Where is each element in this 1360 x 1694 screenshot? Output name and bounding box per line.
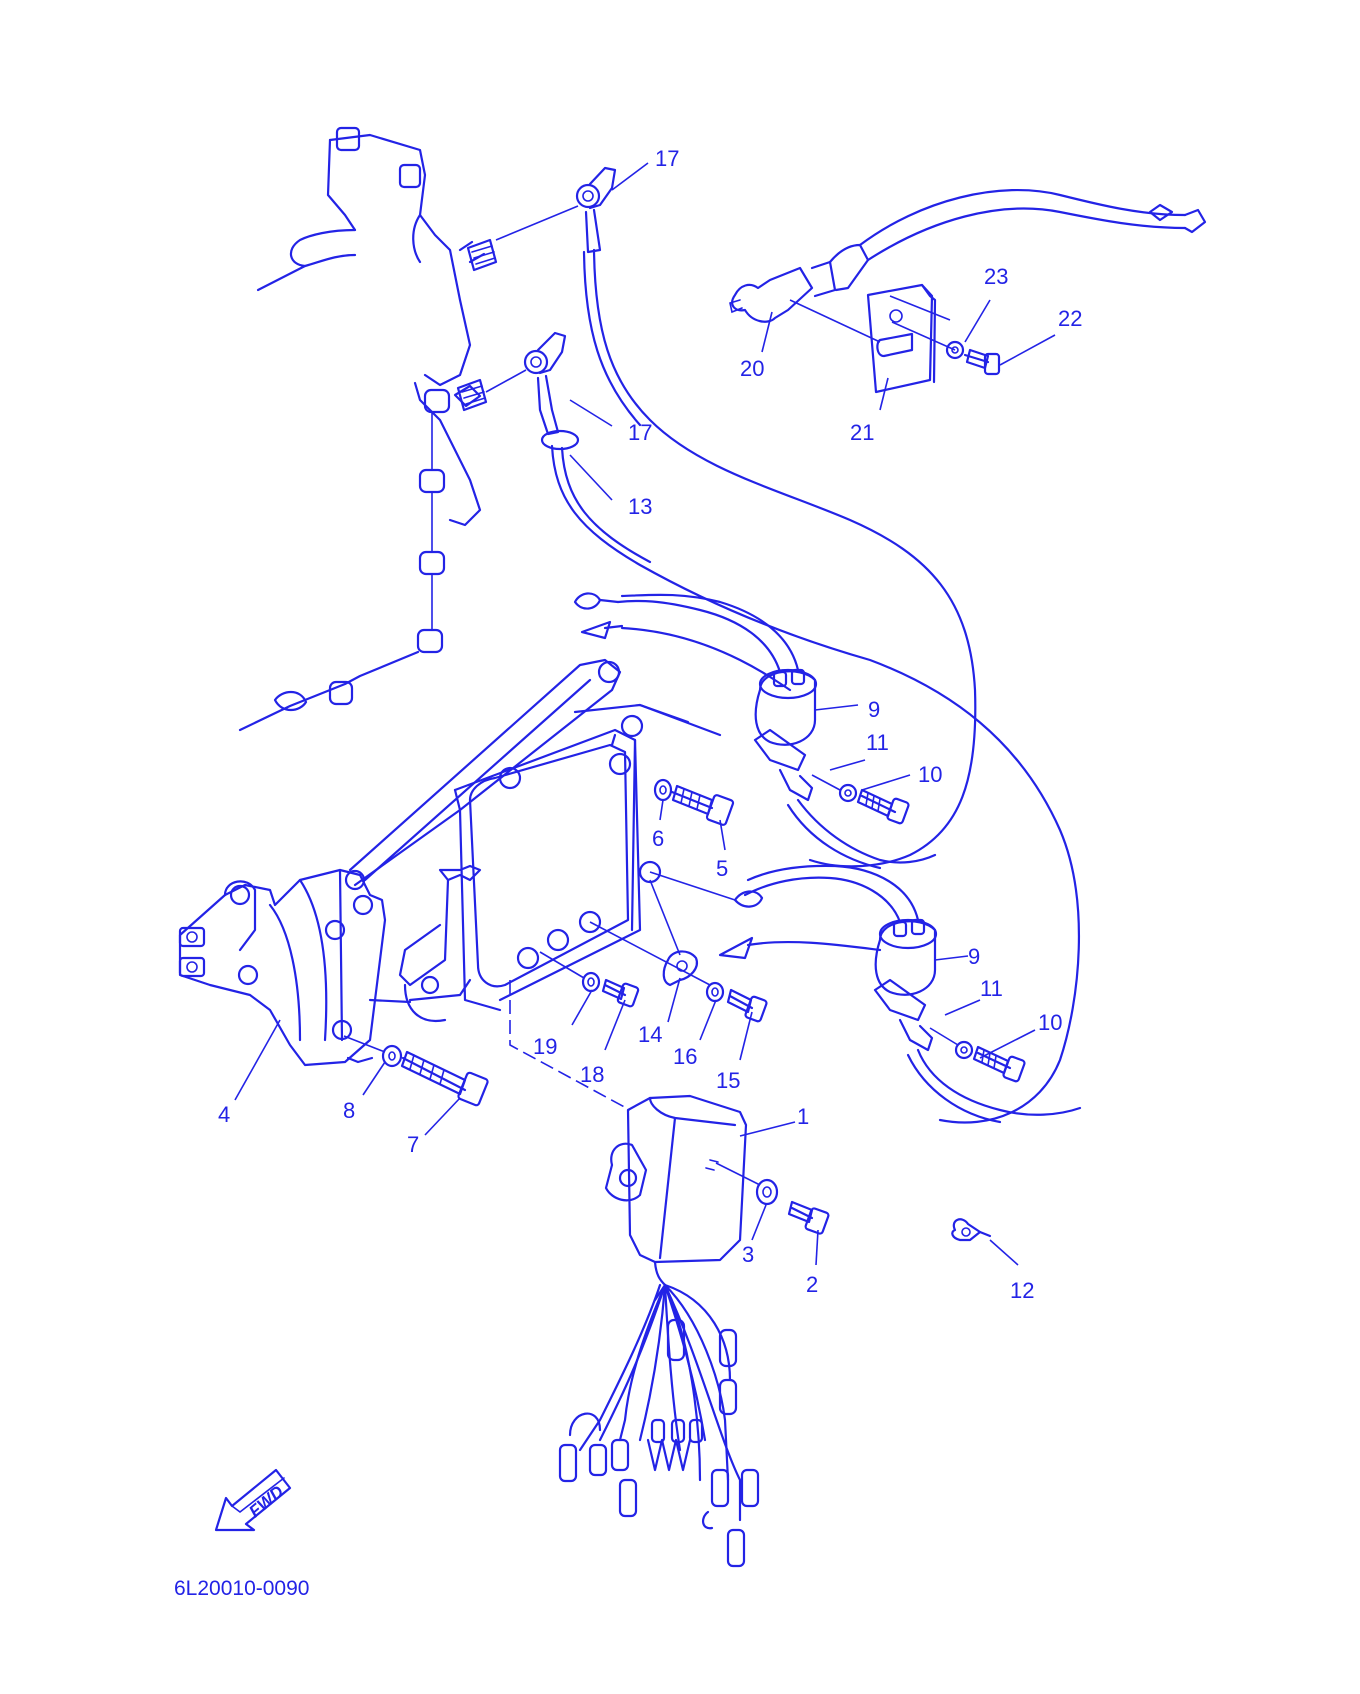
callout-1: 1 bbox=[797, 1104, 809, 1129]
spark-plug-upper bbox=[466, 238, 498, 272]
bolt-10-lower bbox=[929, 1027, 1026, 1083]
washer-16 bbox=[705, 981, 725, 1003]
callout-9-lower: 9 bbox=[968, 944, 980, 969]
callout-2: 2 bbox=[806, 1272, 818, 1297]
washer-8 bbox=[381, 1044, 403, 1068]
ignition-coil-upper bbox=[573, 592, 937, 870]
engine-mount-bracket bbox=[178, 868, 412, 1067]
mounting-plate bbox=[348, 658, 722, 1023]
callout-11-lower: 11 bbox=[980, 976, 1003, 1001]
washer-11-upper bbox=[838, 783, 858, 803]
callout-22: 22 bbox=[1058, 306, 1082, 331]
washer-3 bbox=[715, 1162, 779, 1206]
callout-17-upper: 17 bbox=[655, 146, 679, 171]
plug-cap-lower bbox=[485, 331, 1081, 1124]
bolt-7 bbox=[343, 1035, 489, 1107]
callout-3: 3 bbox=[742, 1242, 754, 1267]
callout-15: 15 bbox=[716, 1068, 740, 1093]
callout-7: 7 bbox=[407, 1132, 419, 1157]
fwd-label: FWD bbox=[245, 1482, 287, 1521]
washer-6 bbox=[653, 778, 673, 802]
bolt-10-upper bbox=[811, 774, 910, 825]
callout-18: 18 bbox=[580, 1062, 604, 1087]
callout-10-lower: 10 bbox=[1038, 1010, 1062, 1035]
bolt-2 bbox=[787, 1200, 830, 1235]
callout-6: 6 bbox=[652, 826, 664, 851]
fwd-arrow-icon: FWD bbox=[214, 1468, 292, 1532]
drawing-code: 6L20010-0090 bbox=[174, 1577, 309, 1600]
bolt-18 bbox=[601, 978, 640, 1008]
bolt-15 bbox=[726, 988, 768, 1023]
callout-5: 5 bbox=[716, 856, 728, 881]
callout-23: 23 bbox=[984, 264, 1008, 289]
callout-10-upper: 10 bbox=[918, 762, 942, 787]
ignition-coil-lower bbox=[718, 864, 1082, 1124]
callout-12: 12 bbox=[1010, 1278, 1034, 1303]
washer-19 bbox=[539, 951, 601, 993]
callout-labels: 1 2 3 4 5 6 7 8 9 9 10 10 11 11 12 13 14… bbox=[218, 146, 1082, 1303]
washer-11-lower bbox=[954, 1040, 974, 1060]
callout-11-upper: 11 bbox=[866, 730, 889, 755]
callout-14: 14 bbox=[638, 1022, 662, 1047]
engine-head-outline bbox=[238, 126, 486, 732]
cdi-unit bbox=[509, 980, 796, 1568]
callout-16: 16 bbox=[673, 1044, 697, 1069]
neutral-switch bbox=[729, 189, 1207, 323]
plug-cap-upper bbox=[495, 166, 977, 868]
callout-leaders bbox=[234, 162, 1056, 1266]
bolt-22 bbox=[891, 321, 1001, 376]
callout-8: 8 bbox=[343, 1098, 355, 1123]
callout-13: 13 bbox=[628, 494, 652, 519]
clip-12 bbox=[951, 1218, 1019, 1266]
spark-plug-lower bbox=[456, 378, 488, 412]
callout-19: 19 bbox=[533, 1034, 557, 1059]
callout-20: 20 bbox=[740, 356, 764, 381]
callout-9-upper: 9 bbox=[868, 697, 880, 722]
mount-leaders bbox=[589, 871, 736, 986]
bolt-5 bbox=[670, 784, 735, 826]
washer-23 bbox=[945, 340, 965, 360]
callout-4: 4 bbox=[218, 1102, 230, 1127]
clamp-14 bbox=[649, 879, 698, 987]
callout-21: 21 bbox=[850, 420, 874, 445]
callout-17-lower: 17 bbox=[628, 420, 652, 445]
switch-bracket bbox=[789, 283, 937, 394]
